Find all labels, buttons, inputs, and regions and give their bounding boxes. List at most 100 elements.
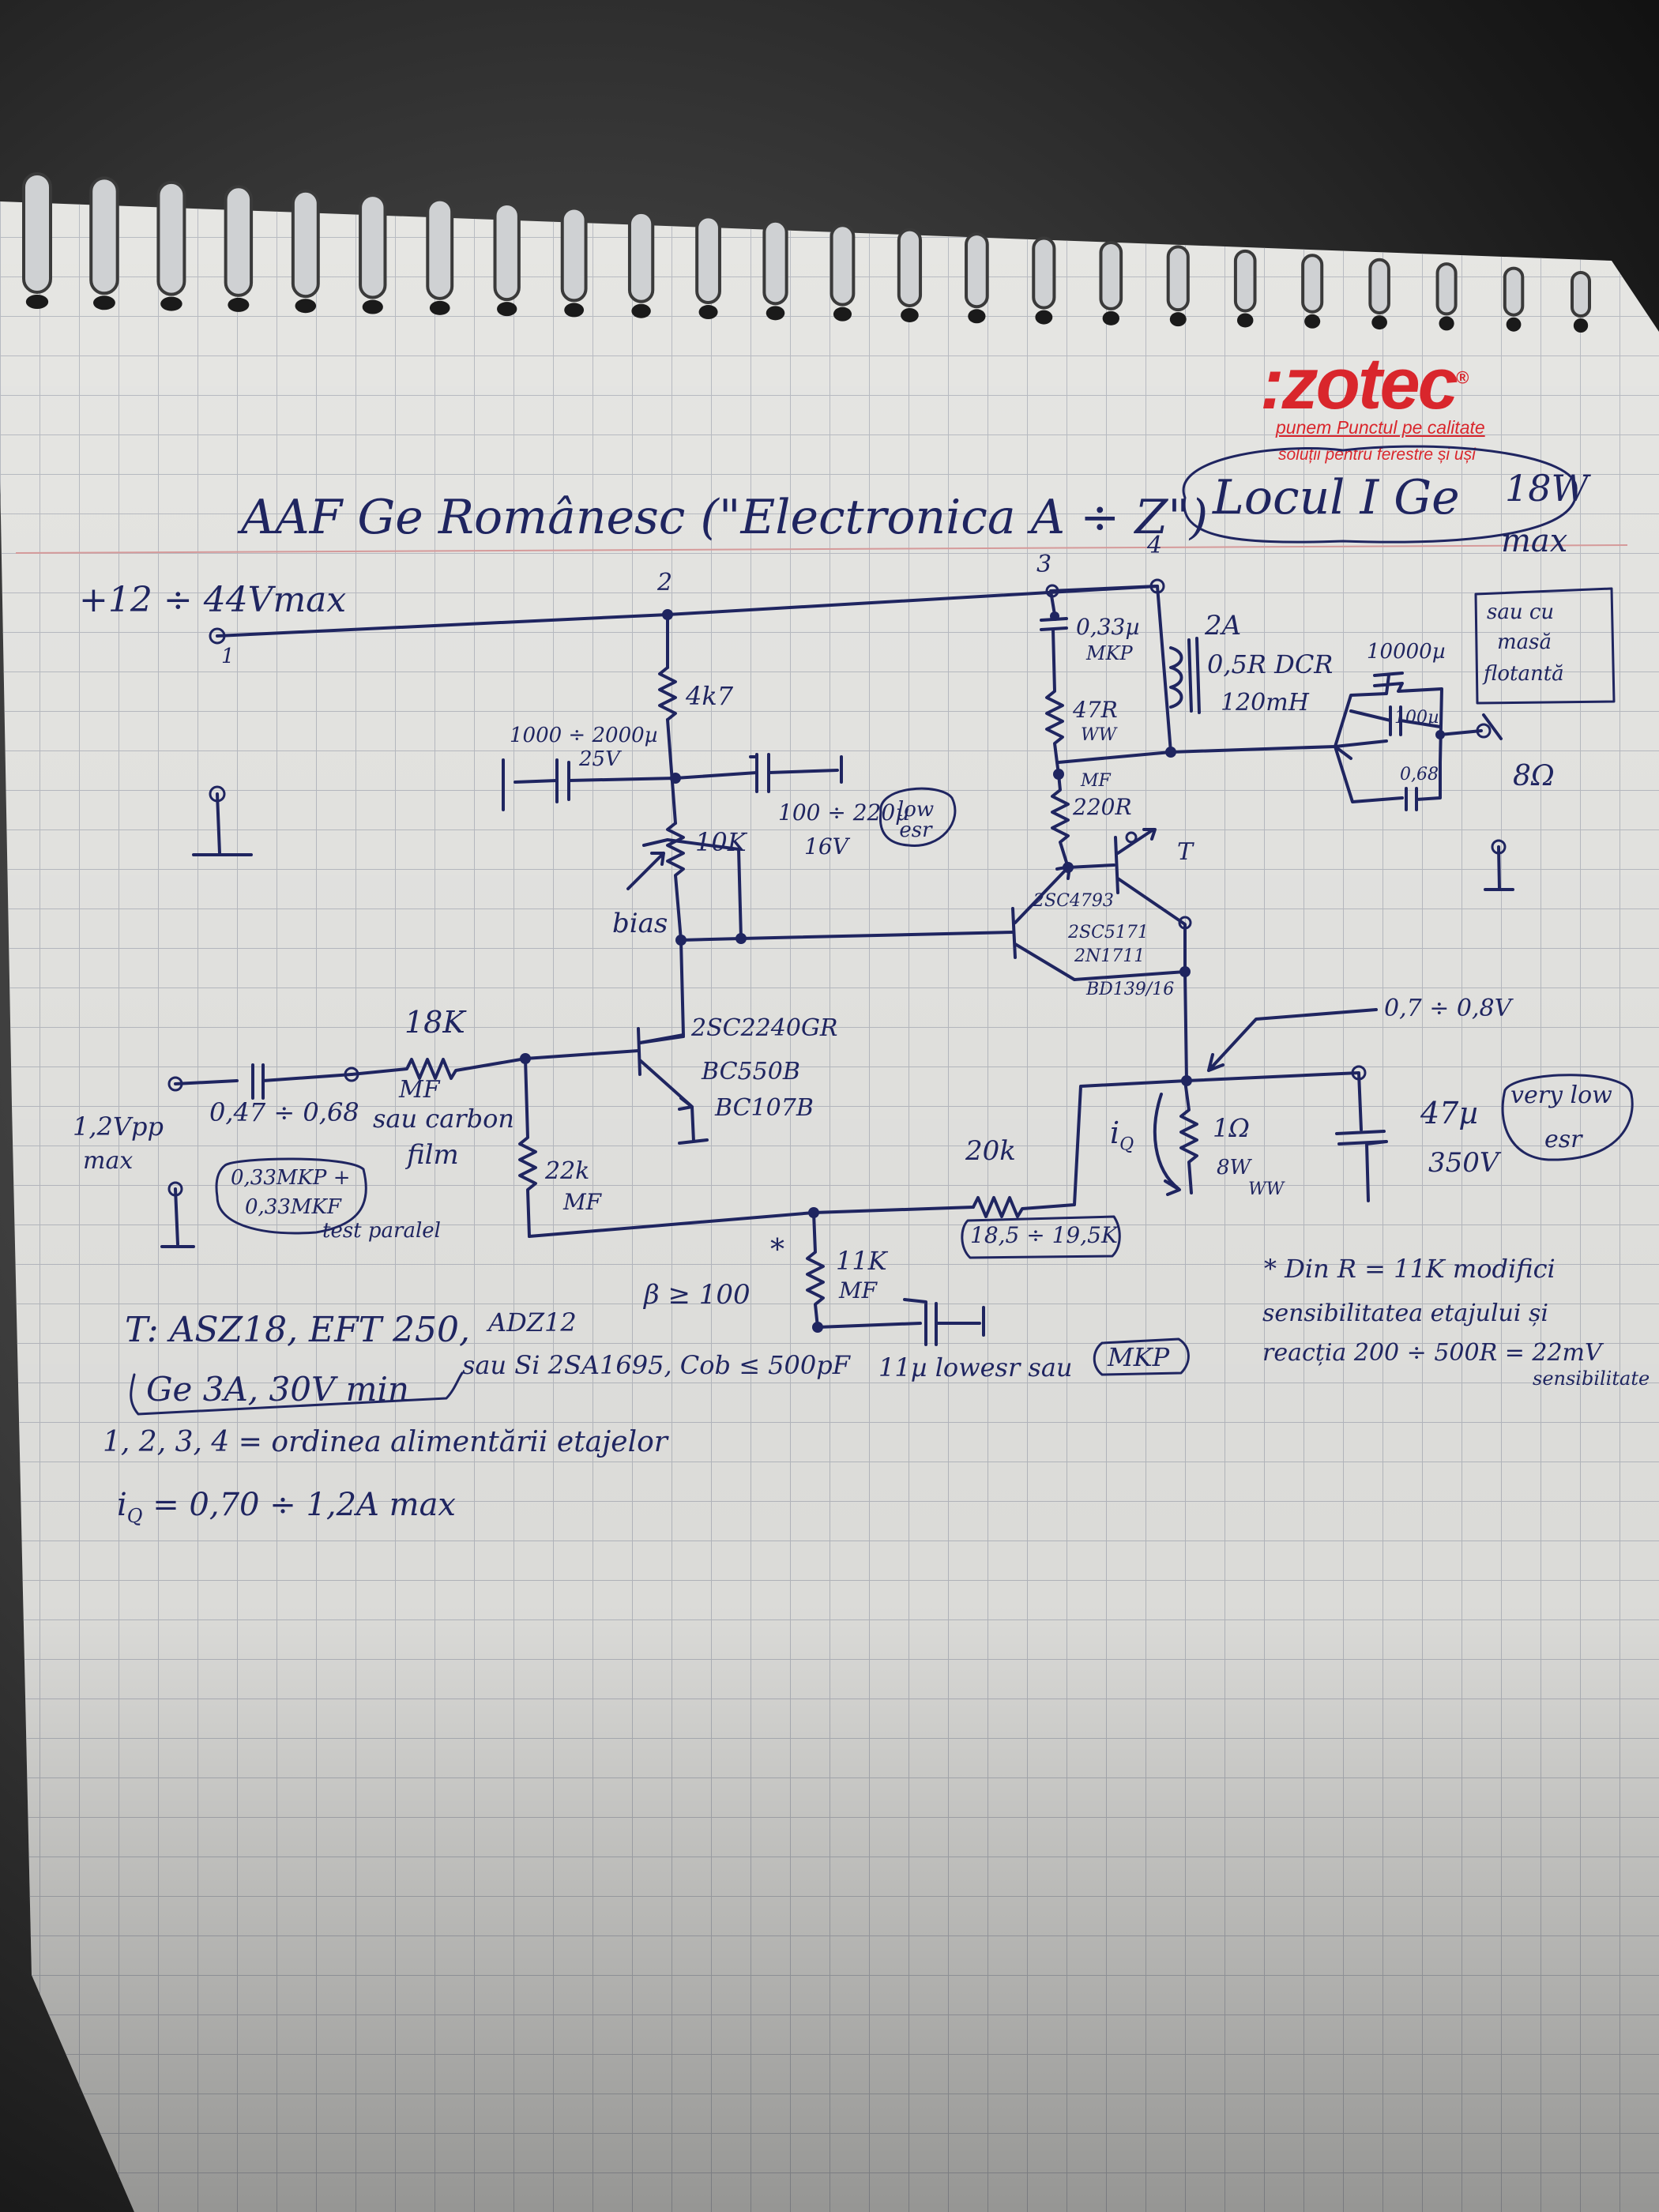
r-20k-resistor xyxy=(972,1079,1188,1218)
spiral-hole xyxy=(228,297,250,312)
note-iq-value: = 0,70 ÷ 1,2A max xyxy=(152,1487,456,1523)
r-4k7-resistor xyxy=(658,666,677,721)
rail-number-2: 2 xyxy=(657,569,673,596)
cap-1000-voltage: 25V xyxy=(579,747,620,771)
input-level-max: max xyxy=(83,1147,134,1175)
rail-number-3: 3 xyxy=(1036,551,1052,578)
r-47-type: WW xyxy=(1081,725,1117,745)
r-22k-label: 22k xyxy=(545,1157,590,1185)
spiral-ring xyxy=(762,219,788,306)
spiral-ring xyxy=(1099,240,1123,310)
spiral-hole xyxy=(1169,312,1187,327)
cap-100-label: 100 ÷ 220µ xyxy=(778,799,910,826)
spiral-hole xyxy=(160,296,182,311)
spiral-hole xyxy=(968,309,986,324)
bias-node-wire xyxy=(679,931,1014,942)
note-right-4: sensibilitate xyxy=(1533,1367,1650,1390)
note-beta: β ≥ 100 xyxy=(644,1279,750,1311)
note-right-1: * Din R = 11K modifici xyxy=(1264,1254,1556,1284)
r-22k-type: MF xyxy=(563,1189,602,1215)
feedback-wire xyxy=(528,1206,975,1238)
spiral-hole xyxy=(698,305,718,320)
spiral-hole xyxy=(1371,315,1387,330)
spiral-ring xyxy=(224,185,254,297)
note-iq-range: iQ = 0,70 ÷ 1,2A max xyxy=(117,1489,456,1525)
page-margin-line xyxy=(15,544,1628,554)
output-transistor xyxy=(1066,828,1187,973)
speaker-out xyxy=(1439,713,1503,740)
terminal-circles xyxy=(167,578,1507,1197)
cap-47-symbol xyxy=(1185,1071,1388,1202)
spiral-hole xyxy=(1304,314,1321,329)
spiral-ring xyxy=(493,202,521,302)
ground-left xyxy=(192,792,253,856)
r-20k-label: 20k xyxy=(965,1135,1016,1167)
spiral-hole xyxy=(1506,317,1522,332)
spiral-binding xyxy=(22,172,1591,333)
cap-1000-label: 1000 ÷ 2000µ xyxy=(510,724,658,747)
iq-subscript: Q xyxy=(1119,1134,1134,1155)
spiral-ring xyxy=(359,194,387,299)
cap-068-label: 0,68 xyxy=(1400,765,1439,784)
floating-note-1: sau cu xyxy=(1487,600,1555,624)
r-11k-star: * xyxy=(770,1234,784,1266)
spiral-hole xyxy=(295,299,317,314)
spiral-ring xyxy=(627,210,655,303)
output-caps xyxy=(1334,672,1443,811)
r-220-resistor xyxy=(1051,773,1070,869)
spiral-ring xyxy=(695,215,721,305)
emitter-node xyxy=(1179,1079,1198,1194)
driver-part-1: 2SC4793 xyxy=(1033,891,1114,911)
input-tr-part-2: BC550B xyxy=(702,1058,800,1085)
supply-pin: 1 xyxy=(221,645,235,668)
note-transistors-a: T: ASZ18, EFT 250, xyxy=(125,1310,470,1350)
r-18k-label: 18K xyxy=(404,1005,465,1040)
spiral-ring xyxy=(1503,266,1525,317)
spiral-hole xyxy=(1439,316,1454,331)
cap-033-label: 0,33µ xyxy=(1076,614,1140,640)
driver-part-3: 2N1711 xyxy=(1074,946,1146,966)
spiral-ring xyxy=(1233,249,1257,313)
spiral-ring xyxy=(1166,245,1190,312)
input-tr-part-1: 2SC2240GR xyxy=(691,1014,838,1042)
input-transistor xyxy=(637,1027,709,1145)
note-iq-i: i xyxy=(117,1487,127,1523)
cap-100-note: low esr xyxy=(897,798,935,842)
spiral-hole xyxy=(1573,318,1589,333)
cap-1000-ground xyxy=(502,758,559,811)
iq-arrow xyxy=(1153,1093,1181,1196)
cap-11-symbol xyxy=(816,1298,985,1346)
bubble-mkp xyxy=(1093,1337,1190,1376)
spiral-hole xyxy=(429,300,450,315)
spiral-hole xyxy=(362,299,383,314)
spiral-ring xyxy=(560,206,588,303)
input-level: 1,2Vpp xyxy=(73,1112,164,1142)
vbe-wire xyxy=(679,939,685,1036)
r-18k-type-3: film xyxy=(407,1139,459,1171)
spiral-hole xyxy=(833,307,852,322)
spiral-hole xyxy=(25,295,49,309)
r-18k-resistor xyxy=(350,1049,640,1080)
cap-100-voltage: 16V xyxy=(804,833,848,860)
note-right-3: reacția 200 ÷ 500R = 22mV xyxy=(1262,1339,1602,1367)
spiral-ring xyxy=(897,228,923,307)
note-supply-order: 1, 2, 3, 4 = ordinea alimentării etajelo… xyxy=(103,1426,668,1458)
spiral-hole xyxy=(93,295,115,310)
spiral-hole xyxy=(766,306,785,321)
r-4k7-label: 4k7 xyxy=(686,681,734,711)
pot-wiper xyxy=(642,838,743,940)
r-18k-type-2: sau carbon xyxy=(373,1104,514,1134)
ground-input xyxy=(160,1187,195,1248)
spiral-hole xyxy=(564,303,585,318)
inductor-current: 2A xyxy=(1205,610,1242,641)
spiral-hole xyxy=(1236,313,1254,328)
output-stage-branch xyxy=(1040,585,1172,754)
spiral-ring xyxy=(1301,254,1324,314)
logo-registered: ® xyxy=(1455,367,1469,388)
iq-i: i xyxy=(1110,1115,1120,1150)
cap-in-label: 0,47 ÷ 0,68 xyxy=(209,1097,359,1127)
input-wire xyxy=(174,1063,353,1100)
cap-1000-wire xyxy=(567,777,677,782)
